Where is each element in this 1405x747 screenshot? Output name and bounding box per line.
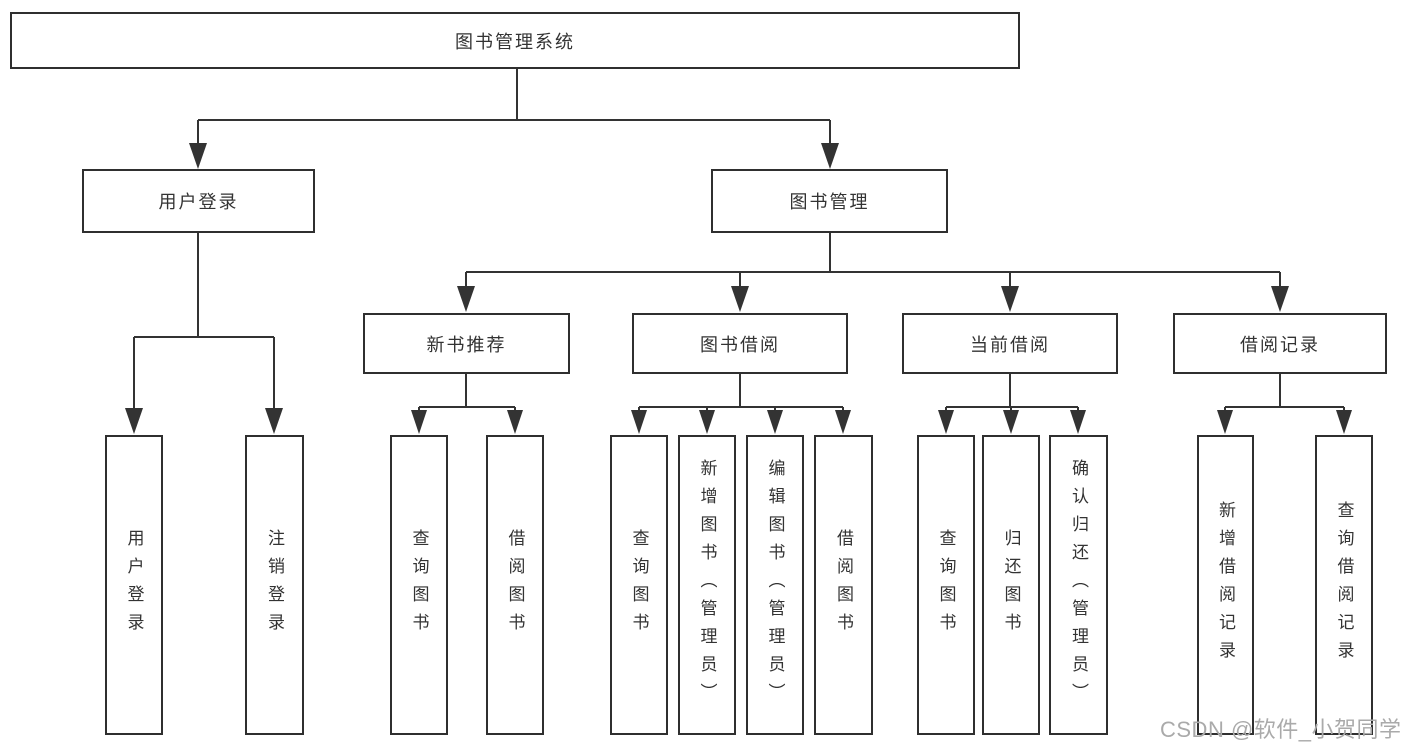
- node-label: 图书管理: [789, 192, 870, 212]
- node-label: 编辑图书（管理员）: [765, 459, 785, 711]
- node-label: 注销登录: [265, 529, 284, 641]
- node-leaf-borrow-book-2: 借阅图书: [814, 435, 873, 735]
- arrow-down-icon: [731, 286, 749, 312]
- node-label: 确认归还（管理员）: [1069, 459, 1088, 711]
- node-label: 当前借阅: [970, 334, 1050, 355]
- arrow-down-icon: [631, 410, 647, 434]
- arrow-down-icon: [835, 410, 851, 434]
- node-leaf-logout: 注销登录: [245, 435, 304, 735]
- node-leaf-query-book-2: 查询图书: [610, 435, 668, 735]
- node-label: 查询图书: [629, 529, 649, 641]
- node-new-book-recommend: 新书推荐: [363, 313, 570, 374]
- arrow-down-icon: [411, 410, 427, 434]
- node-label: 查询借阅记录: [1334, 501, 1354, 669]
- arrow-down-icon: [1271, 286, 1289, 312]
- node-book-management: 图书管理: [711, 169, 948, 233]
- node-root: 图书管理系统: [10, 12, 1020, 69]
- arrow-down-icon: [507, 410, 523, 434]
- node-current-borrowing: 当前借阅: [902, 313, 1118, 374]
- arrow-down-icon: [1001, 286, 1019, 312]
- arrow-down-icon: [265, 408, 283, 434]
- node-borrowing-records: 借阅记录: [1173, 313, 1387, 374]
- arrow-down-icon: [1070, 410, 1086, 434]
- node-leaf-add-book-admin: 新增图书（管理员）: [678, 435, 736, 735]
- node-label: 图书借阅: [700, 334, 780, 355]
- node-label: 图书管理系统: [455, 31, 575, 52]
- arrow-down-icon: [457, 286, 475, 312]
- arrow-down-icon: [1003, 410, 1019, 434]
- arrow-down-icon: [938, 410, 954, 434]
- node-leaf-query-borrow-record: 查询借阅记录: [1315, 435, 1373, 735]
- node-label: 新增借阅记录: [1216, 501, 1235, 669]
- arrow-down-icon: [1336, 410, 1352, 434]
- arrow-down-icon: [767, 410, 783, 434]
- node-leaf-edit-book-admin: 编辑图书（管理员）: [746, 435, 804, 735]
- node-label: 查询图书: [936, 529, 956, 641]
- node-leaf-query-book-1: 查询图书: [390, 435, 448, 735]
- node-label: 借阅图书: [505, 529, 525, 641]
- watermark: CSDN @软件_小贺同学: [1160, 717, 1402, 742]
- node-label: 查询图书: [409, 529, 429, 641]
- arrow-down-icon: [821, 143, 839, 169]
- node-leaf-user-login: 用户登录: [105, 435, 163, 735]
- node-book-borrowing: 图书借阅: [632, 313, 848, 374]
- node-leaf-return-book: 归还图书: [982, 435, 1040, 735]
- node-label: 借阅记录: [1240, 334, 1320, 355]
- node-leaf-borrow-book-1: 借阅图书: [486, 435, 544, 735]
- arrow-down-icon: [1217, 410, 1233, 434]
- node-label: 新增图书（管理员）: [697, 459, 717, 711]
- node-label: 借阅图书: [834, 529, 853, 641]
- node-label: 新书推荐: [426, 334, 507, 355]
- node-leaf-query-book-3: 查询图书: [917, 435, 975, 735]
- arrow-down-icon: [125, 408, 143, 434]
- node-label: 用户登录: [124, 529, 144, 641]
- node-leaf-add-borrow-record: 新增借阅记录: [1197, 435, 1254, 735]
- arrow-down-icon: [699, 410, 715, 434]
- node-label: 用户登录: [158, 192, 239, 212]
- node-user-login: 用户登录: [82, 169, 315, 233]
- arrow-down-icon: [189, 143, 207, 169]
- node-leaf-confirm-return-admin: 确认归还（管理员）: [1049, 435, 1108, 735]
- node-label: 归还图书: [1001, 529, 1021, 641]
